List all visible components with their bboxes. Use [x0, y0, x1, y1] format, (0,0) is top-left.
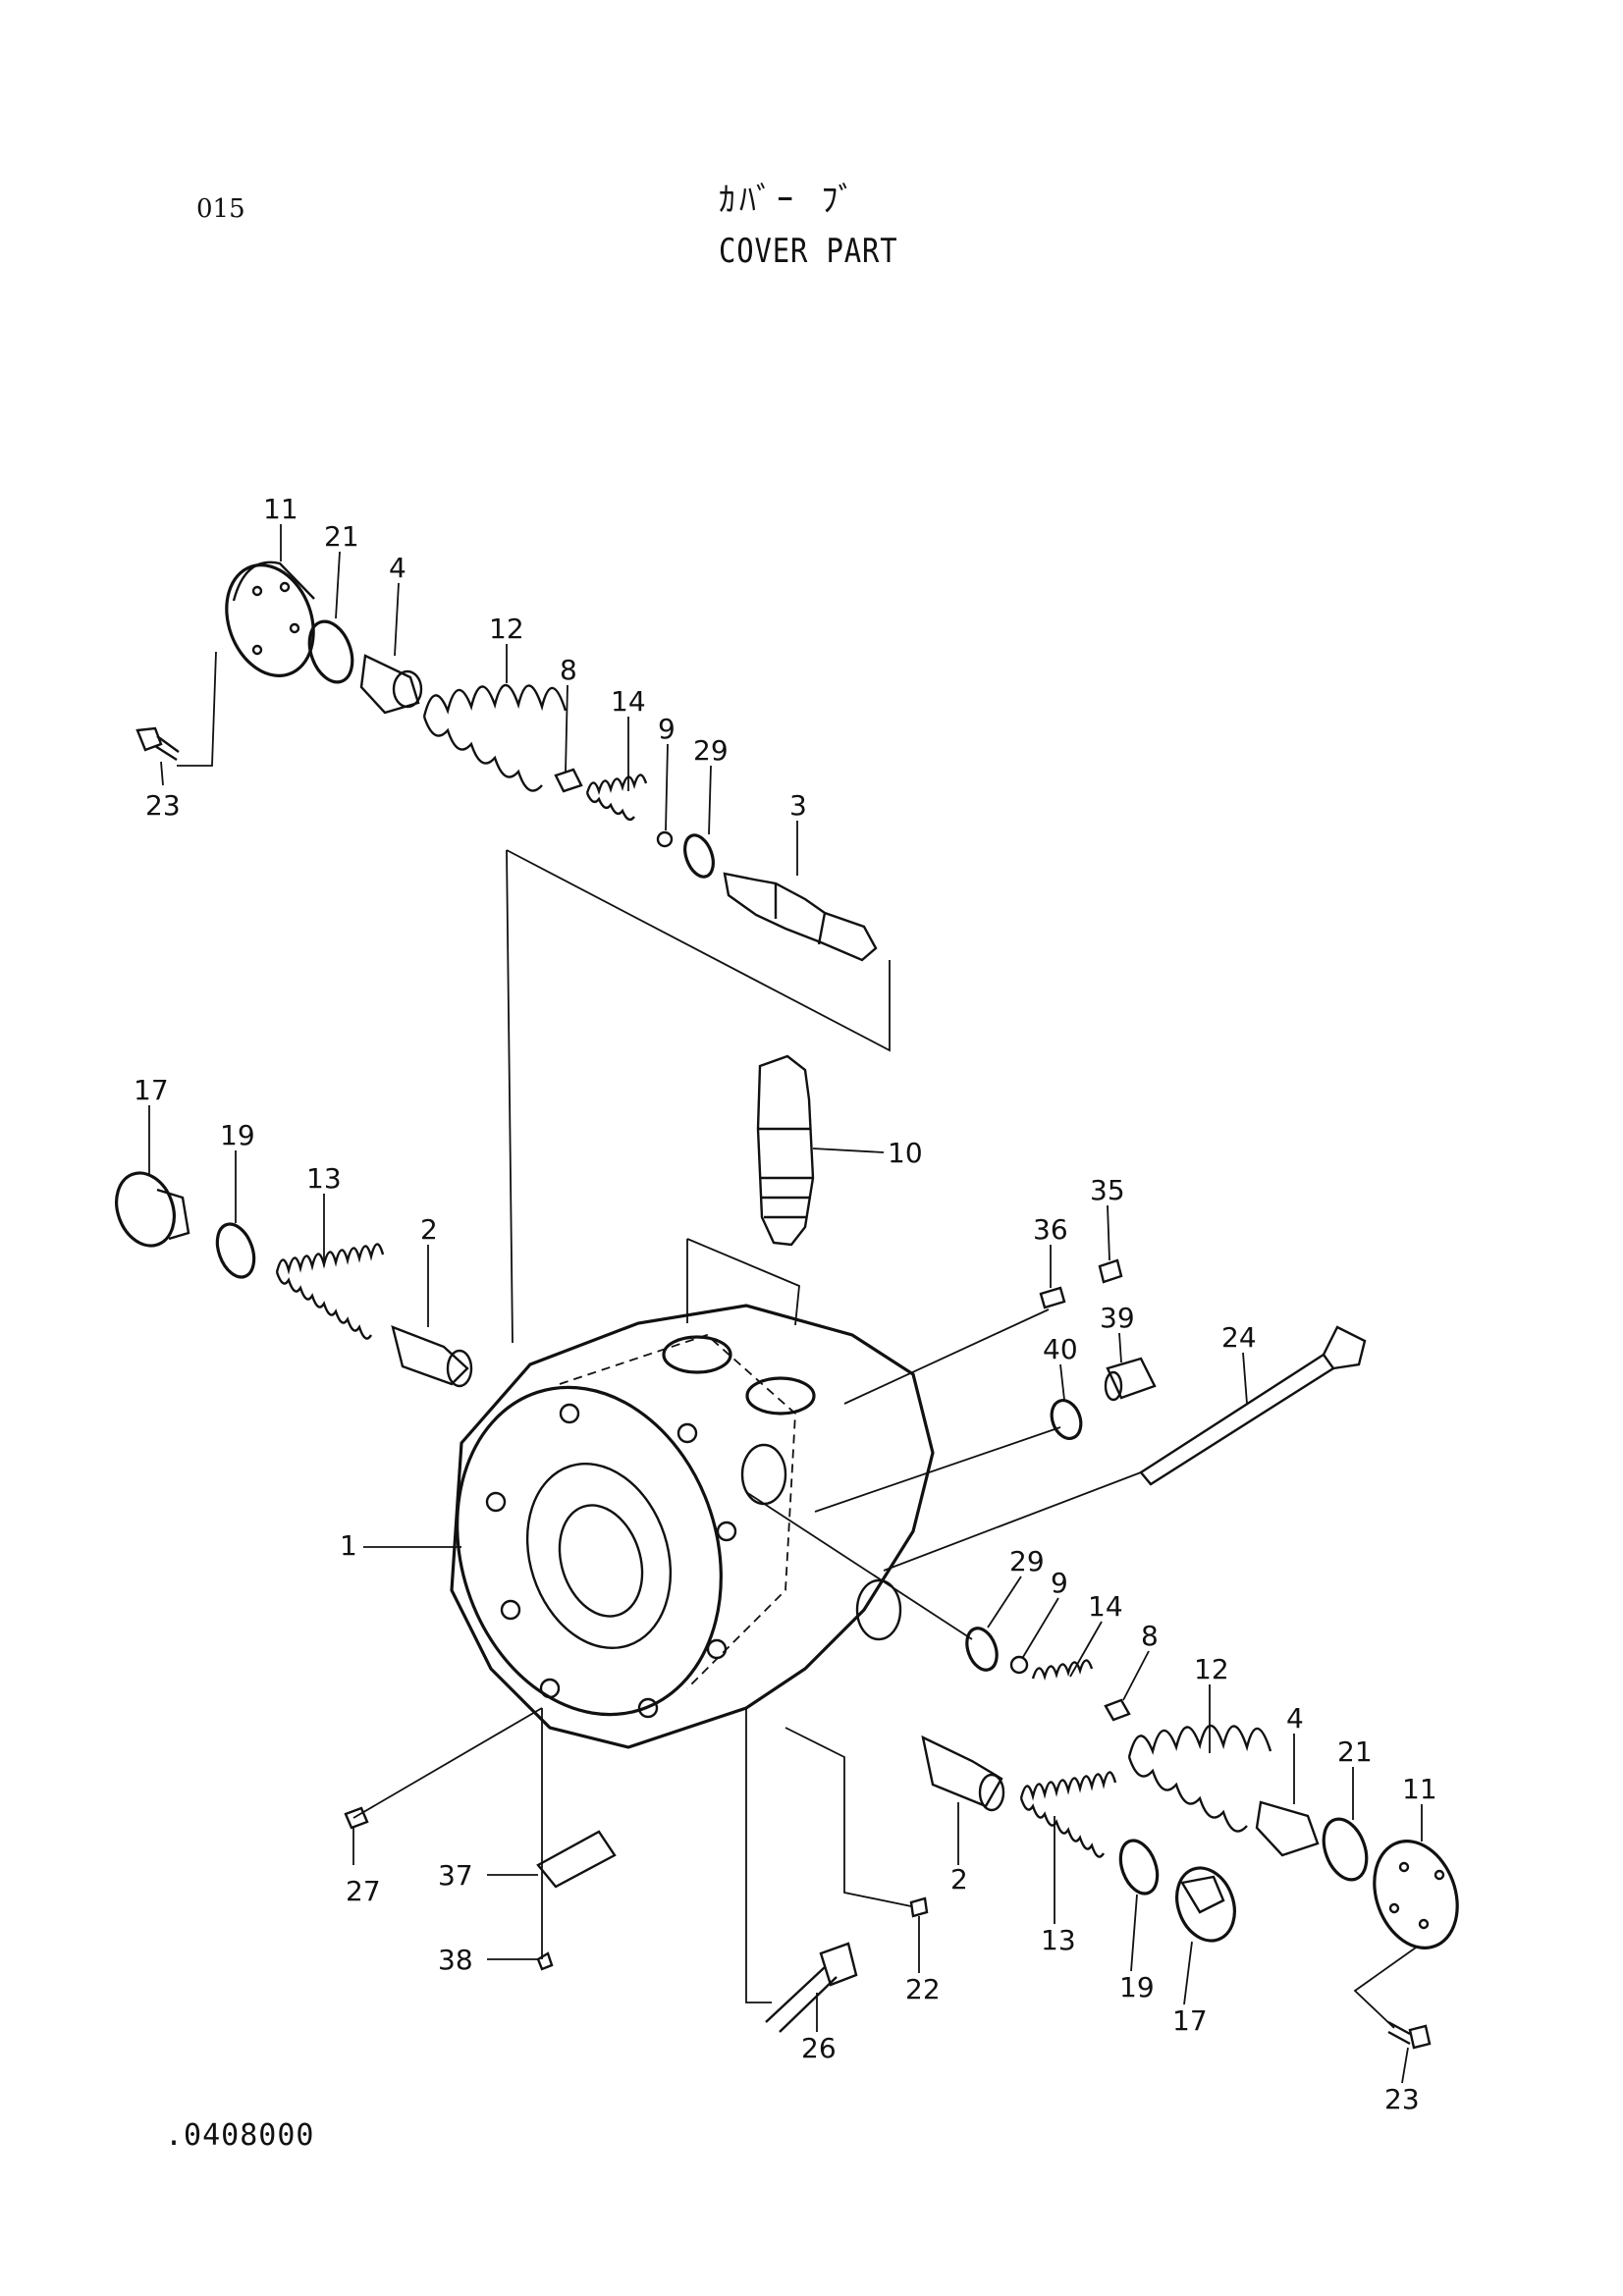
- part-cover-11-top: [225, 561, 315, 677]
- callout-12-top: 12: [489, 613, 524, 645]
- part-plug-17-left: [115, 1171, 190, 1248]
- callout-3: 3: [789, 789, 807, 822]
- part-spring-13-left: [275, 1243, 385, 1340]
- part-piston-2-left: [391, 1325, 473, 1388]
- part-spring-14-top: [585, 774, 648, 822]
- part-spring-12-top: [422, 683, 568, 792]
- callout-19-bottom: 19: [1119, 1971, 1155, 2003]
- callout-9-top: 9: [658, 713, 676, 745]
- callout-1: 1: [340, 1529, 357, 1562]
- part-ball-9-top: [656, 830, 674, 848]
- part-sleeve-4-right: [1255, 1800, 1320, 1857]
- callout-23-right: 23: [1384, 2083, 1420, 2115]
- callout-13-bottom: 13: [1041, 1924, 1076, 1956]
- callout-10: 10: [888, 1137, 923, 1169]
- part-pin-22: [909, 1896, 929, 1918]
- part-plug-36: [1039, 1286, 1066, 1309]
- callout-37: 37: [438, 1859, 473, 1892]
- part-oring-40: [1050, 1399, 1083, 1440]
- part-ball-9-right: [1009, 1655, 1029, 1675]
- part-plug-35: [1098, 1258, 1123, 1284]
- callout-39: 39: [1100, 1302, 1135, 1334]
- part-bolt-24: [1139, 1325, 1367, 1486]
- callout-labels: 11 21 4 12 8 14 9 29 3 23 10 17 19 13 2 …: [134, 493, 1437, 2115]
- callout-14-right: 14: [1088, 1590, 1123, 1623]
- part-poppet-8-right: [1104, 1698, 1131, 1722]
- callout-8-top: 8: [560, 654, 577, 686]
- callout-12-right: 12: [1194, 1653, 1229, 1685]
- callout-8-right: 8: [1141, 1620, 1159, 1652]
- part-bolt-23-top: [135, 726, 180, 762]
- part-oring-21-top: [307, 619, 354, 684]
- part-cover-11-right: [1373, 1840, 1459, 1949]
- callout-21-right: 21: [1337, 1735, 1373, 1768]
- callout-21-top: 21: [324, 520, 359, 553]
- callout-27: 27: [346, 1875, 381, 1907]
- callout-23-top: 23: [145, 789, 181, 822]
- callout-17-left: 17: [134, 1074, 169, 1106]
- callout-2-bottom: 2: [950, 1863, 968, 1896]
- callout-leaders: [148, 524, 1423, 2084]
- part-sleeve-4-top: [359, 654, 423, 715]
- callout-14-top: 14: [611, 685, 646, 718]
- callout-13-left: 13: [306, 1162, 342, 1195]
- part-oring-19-left: [215, 1222, 256, 1279]
- part-plug-39: [1104, 1357, 1157, 1402]
- callout-35: 35: [1090, 1174, 1125, 1206]
- part-relief-valve-10: [756, 1054, 815, 1247]
- part-piston-2-bottom: [921, 1735, 1005, 1812]
- callout-4-top: 4: [389, 552, 406, 584]
- part-plate-37: [536, 1830, 617, 1889]
- document-code: .0408000: [165, 2118, 315, 2153]
- part-oring-19-bottom: [1118, 1839, 1160, 1896]
- part-bolt-23-right: [1387, 2020, 1432, 2050]
- callout-11-top: 11: [263, 493, 298, 525]
- part-oring-21-right: [1322, 1817, 1369, 1882]
- part-spring-12-right: [1127, 1724, 1272, 1833]
- callout-22: 22: [905, 1973, 941, 2005]
- part-screw-38: [536, 1951, 554, 1971]
- part-bolt-26: [765, 1942, 858, 2033]
- part-poppet-8-top: [554, 768, 583, 793]
- callout-9-right: 9: [1051, 1567, 1068, 1599]
- part-spring-14-right: [1031, 1659, 1094, 1681]
- part-pin-27: [344, 1806, 369, 1830]
- title-japanese: ｶﾊﾞｰ ﾌﾞ: [719, 181, 859, 220]
- part-housing-1: [450, 1304, 935, 1749]
- callout-29-top: 29: [693, 734, 729, 767]
- callout-17-bottom: 17: [1172, 2004, 1208, 2037]
- part-washer-29-right: [965, 1627, 999, 1672]
- part-washer-29-top: [683, 833, 715, 879]
- assembly-leader-lines: [177, 651, 1417, 2029]
- part-plug-17-bottom: [1175, 1866, 1236, 1943]
- title-english: COVER PART: [719, 232, 898, 271]
- page-number: 015: [196, 194, 245, 224]
- callout-40: 40: [1043, 1333, 1078, 1365]
- callout-19-left: 19: [220, 1119, 255, 1151]
- callout-24: 24: [1221, 1321, 1257, 1354]
- callout-36: 36: [1033, 1213, 1068, 1246]
- callout-38: 38: [438, 1944, 473, 1976]
- part-spring-13-bottom: [1019, 1771, 1117, 1858]
- callout-26: 26: [801, 2032, 837, 2064]
- callout-11-right: 11: [1402, 1773, 1437, 1805]
- part-spool-3: [723, 872, 878, 962]
- callout-2-left: 2: [420, 1213, 438, 1246]
- callout-29-right: 29: [1009, 1545, 1045, 1577]
- callout-4-right: 4: [1286, 1702, 1304, 1735]
